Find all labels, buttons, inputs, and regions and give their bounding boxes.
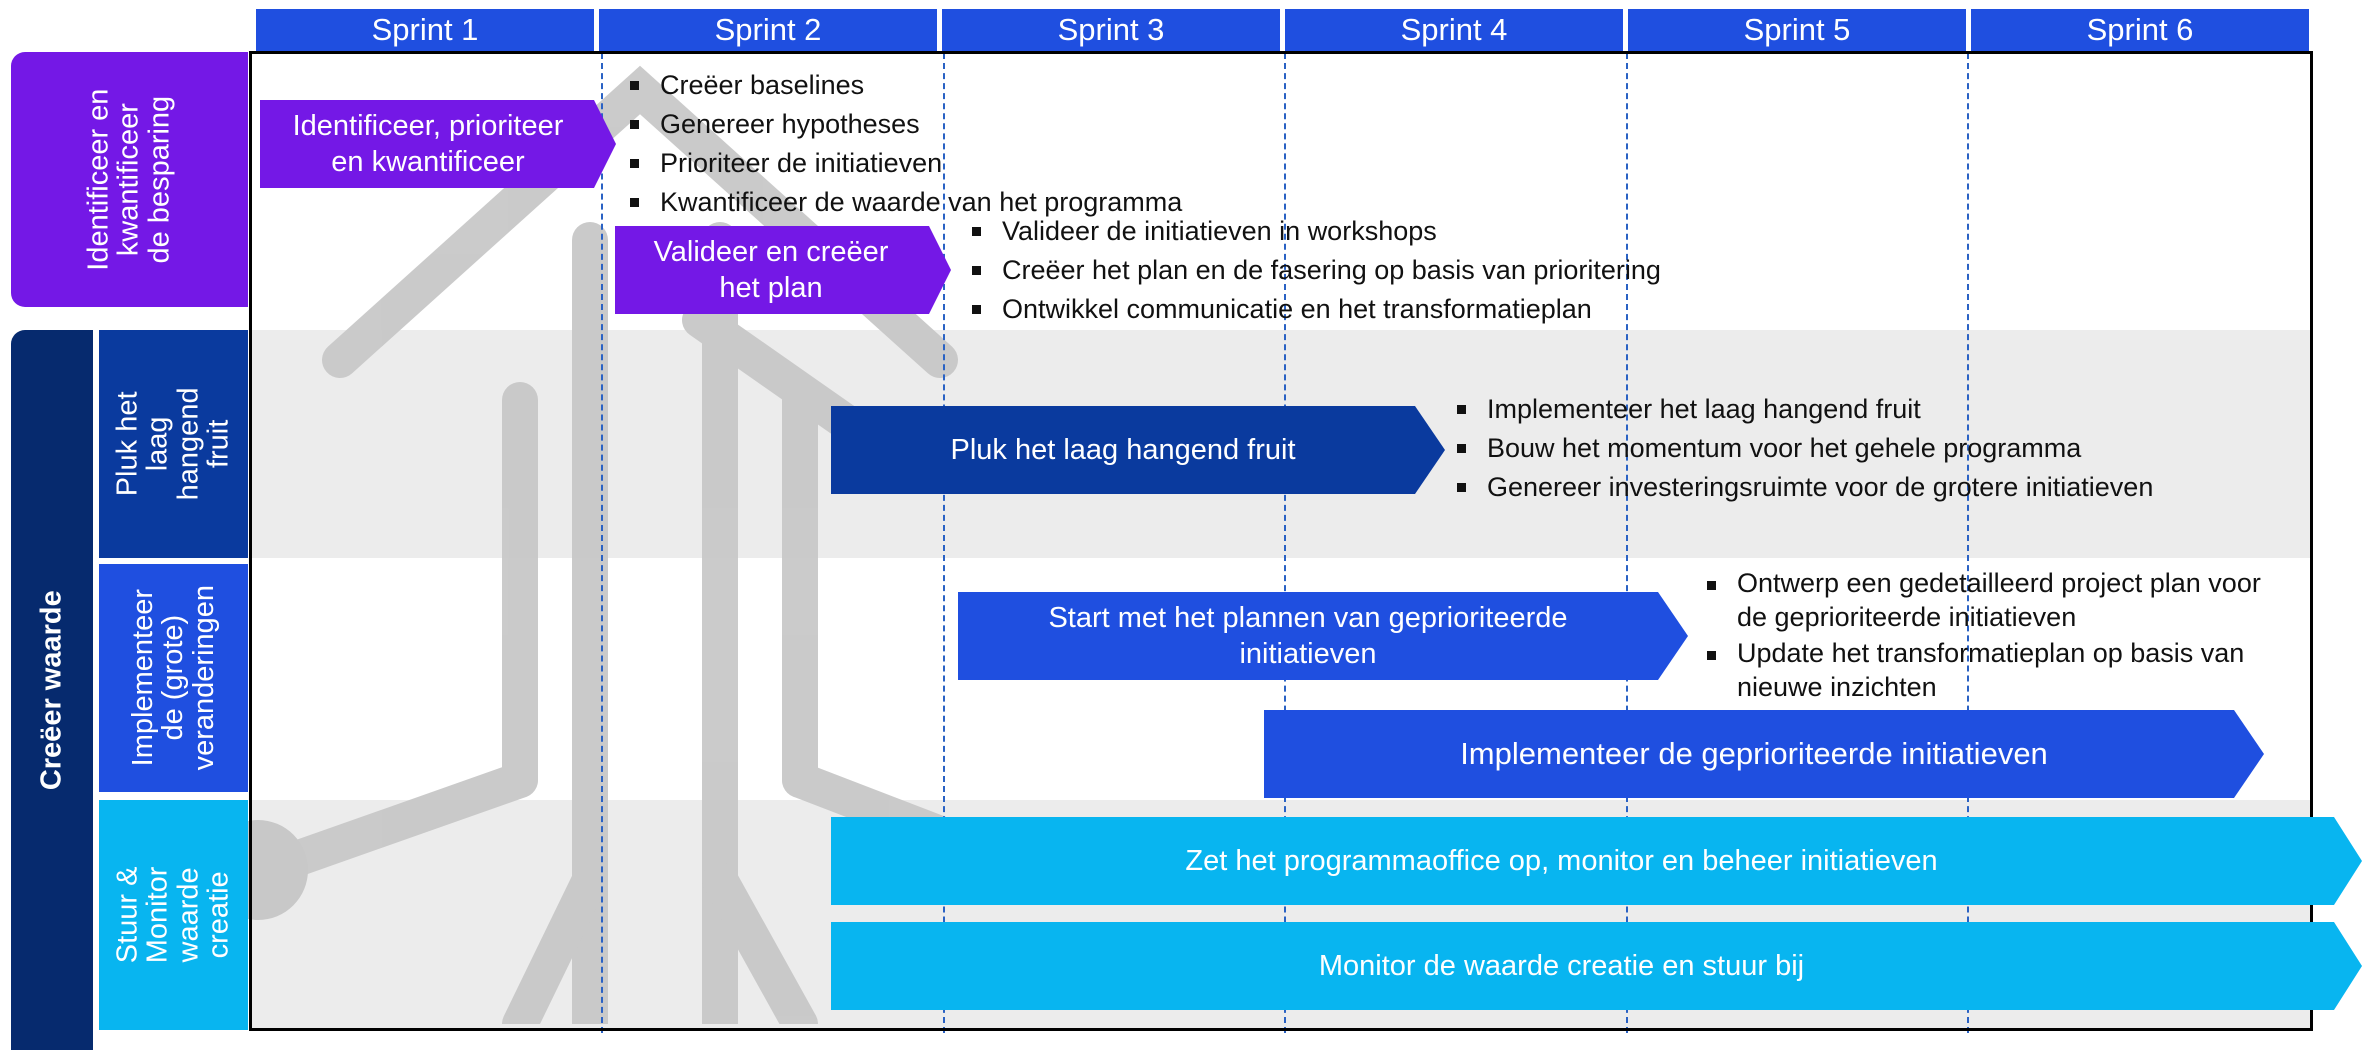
sprint-divider: [1284, 53, 1286, 1033]
bullet-item: Ontwikkel communicatie en het transforma…: [968, 290, 1661, 329]
bullet-item: Ontwerp een gedetailleerd project plan v…: [1703, 566, 2261, 634]
bullets-validate: Valideer de initiatieven in workshops Cr…: [968, 212, 1661, 329]
arrow-start-plan-label: Start met het plannen van geprioriteerde…: [1048, 601, 1568, 670]
sprint-header-5: Sprint 5: [1628, 9, 1966, 51]
lane-steer-label: Stuur & Monitor waarde creatie: [111, 866, 235, 964]
bullet-item: Valideer de initiatieven in workshops: [968, 212, 1661, 251]
phase-create-value: Creëer waarde: [11, 330, 93, 1050]
arrow-monitor-label: Monitor de waarde creatie en stuur bij: [1318, 949, 1805, 982]
lane-implement: Implementeer de (grote) veranderingen: [99, 564, 248, 792]
sprint-header-3: Sprint 3: [942, 9, 1280, 51]
sprint-header-4: Sprint 4: [1285, 9, 1623, 51]
arrow-implement-label: Implementeer de geprioriteerde initiatie…: [1460, 735, 2048, 771]
bullets-identify: Creëer baselines Genereer hypotheses Pri…: [626, 66, 1182, 222]
phase-identify-label: Identificeer en kwantificeer de besparin…: [82, 88, 176, 271]
bullet-item: Creëer baselines: [626, 66, 1182, 105]
arrow-identify-label: Identificeer, prioriteer en kwantificeer: [292, 109, 564, 178]
arrow-pick-label: Pluk het laag hangend fruit: [950, 433, 1296, 466]
sprint-header-1: Sprint 1: [256, 9, 594, 51]
arrow-start-plan: Start met het plannen van geprioriteerde…: [958, 592, 1688, 680]
sprint-header-2: Sprint 2: [599, 9, 937, 51]
bullet-item: Genereer investeringsruimte voor de grot…: [1453, 468, 2153, 507]
phase-create-value-label: Creëer waarde: [35, 590, 68, 790]
arrow-validate: Valideer en creëer het plan: [615, 226, 951, 314]
sprint-divider: [601, 53, 603, 1033]
bullets-pick: Implementeer het laag hangend fruit Bouw…: [1453, 390, 2153, 507]
arrow-identify: Identificeer, prioriteer en kwantificeer: [260, 100, 616, 188]
lane-low-hanging-label: Pluk het laag hangend fruit: [111, 387, 235, 501]
sprint-header-6: Sprint 6: [1971, 9, 2309, 51]
bullets-start-plan: Ontwerp een gedetailleerd project plan v…: [1703, 566, 2261, 706]
arrow-monitor: Monitor de waarde creatie en stuur bij: [831, 922, 2362, 1010]
bullet-item: Creëer het plan en de fasering op basis …: [968, 251, 1661, 290]
sprint-divider: [943, 53, 945, 1033]
arrow-pmo: Zet het programmaoffice op, monitor en b…: [831, 817, 2362, 905]
lane-implement-label: Implementeer de (grote) veranderingen: [126, 585, 220, 771]
arrow-pmo-label: Zet het programmaoffice op, monitor en b…: [1185, 844, 1938, 877]
arrow-pick: Pluk het laag hangend fruit: [831, 406, 1445, 494]
arrow-validate-label: Valideer en creëer het plan: [653, 235, 889, 304]
bullet-item: Implementeer het laag hangend fruit: [1453, 390, 2153, 429]
lane-steer: Stuur & Monitor waarde creatie: [99, 800, 248, 1030]
bullet-item: Kwantificeer de waarde van het programma: [626, 183, 1182, 222]
bullet-item: Prioriteer de initiatieven: [626, 144, 1182, 183]
bullet-item: Bouw het momentum voor het gehele progra…: [1453, 429, 2153, 468]
bullet-item: Update het transformatieplan op basis va…: [1703, 636, 2261, 704]
arrow-implement: Implementeer de geprioriteerde initiatie…: [1264, 710, 2264, 798]
sprint-divider: [1626, 53, 1628, 1033]
sprint-divider: [1967, 53, 1969, 1033]
bullet-item: Genereer hypotheses: [626, 105, 1182, 144]
phase-identify: Identificeer en kwantificeer de besparin…: [11, 52, 248, 307]
lane-low-hanging: Pluk het laag hangend fruit: [99, 330, 248, 558]
